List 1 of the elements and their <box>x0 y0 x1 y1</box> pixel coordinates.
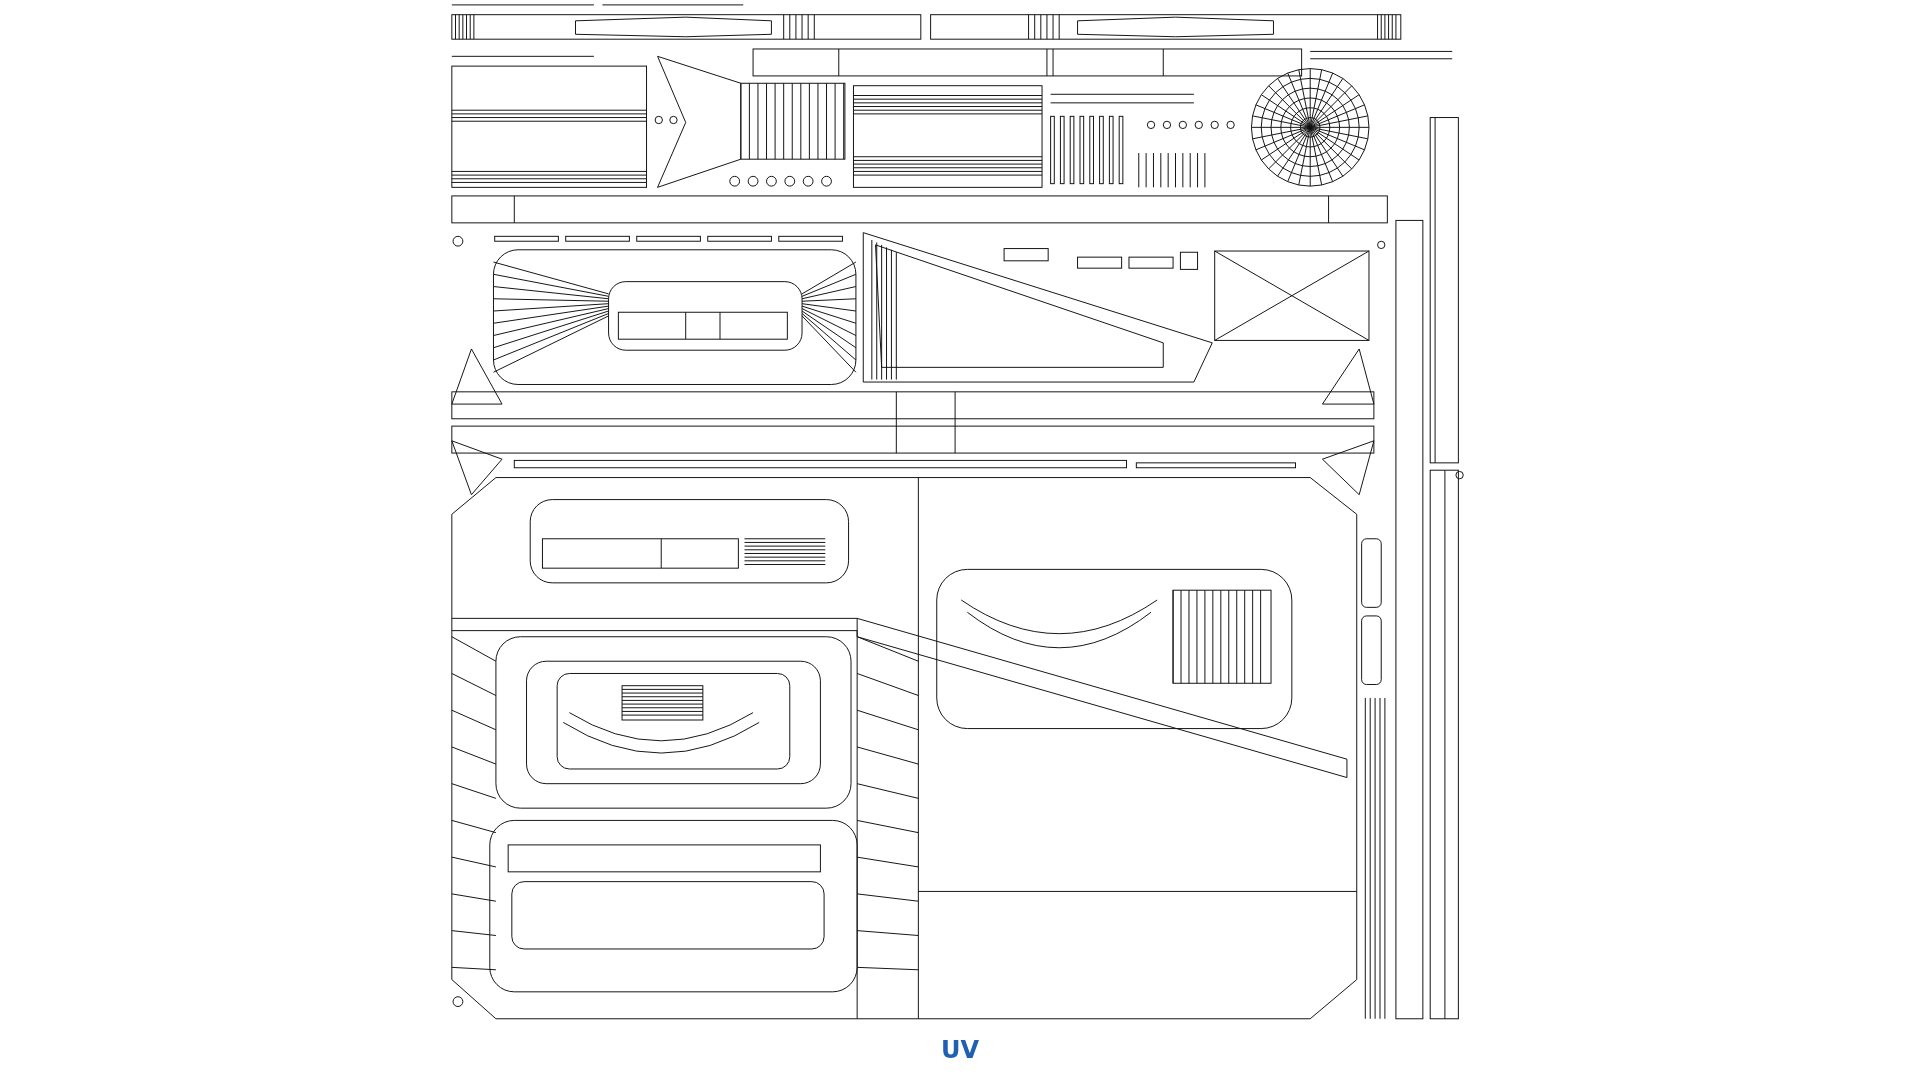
caption: UV <box>940 1036 980 1064</box>
